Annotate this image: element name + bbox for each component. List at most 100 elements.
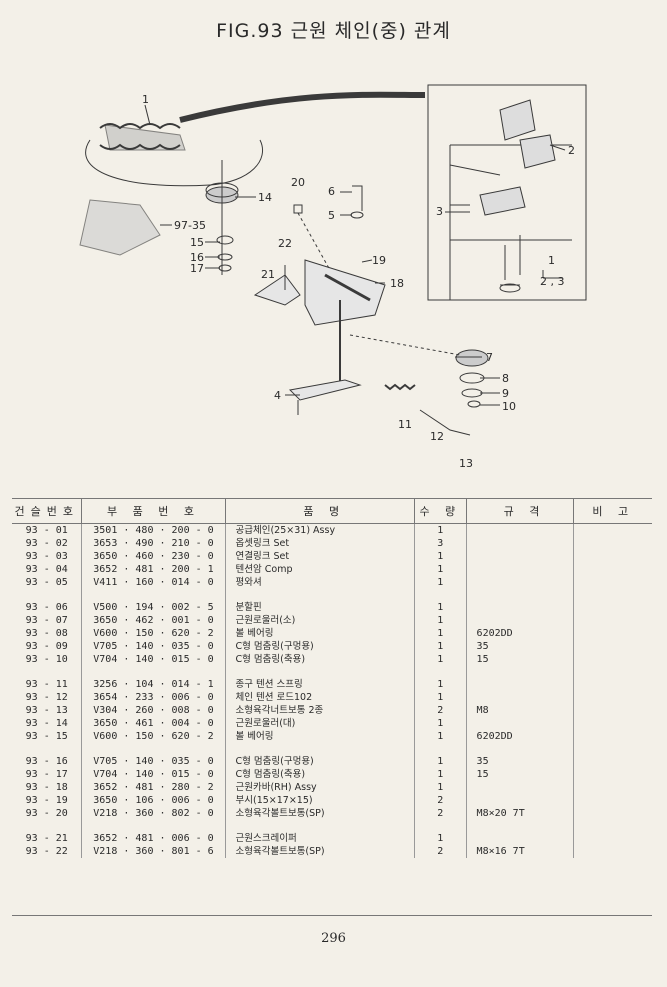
cell-qty: 1 (414, 523, 467, 537)
table-spacer-row (12, 820, 652, 832)
cell-part-number: 3652 · 481 · 280 - 2 (81, 781, 226, 794)
cell-spec: 35 (465, 640, 574, 653)
cell-name: 소형육각볼트보통(SP) (224, 845, 415, 858)
spacer-cell (414, 743, 467, 755)
cell-name: 근원로울러(대) (224, 717, 415, 730)
cell-remarks (573, 653, 652, 666)
diagram-callouts: 1 2 3 4 5 6 7 8 9 10 11 12 13 14 15 16 1… (142, 93, 575, 470)
cell-no: 93 - 01 (25, 525, 68, 536)
cell-name: 종구 텐션 스프링 (224, 678, 415, 691)
cell-no: 93 - 03 (25, 551, 68, 562)
cell-name: 연결링크 Set (224, 550, 415, 563)
callout-12: 12 (430, 430, 444, 443)
page-title: FIG.93 근원 체인(중) 관계 (216, 20, 451, 42)
callout-22: 22 (278, 237, 292, 250)
cell-name: C형 멈춤링(축용) (224, 768, 415, 781)
cell-spec (465, 576, 574, 589)
callout-7: 7 (486, 351, 493, 364)
cell-no: 93 - 05 (25, 577, 68, 588)
cell-part-number: V218 · 360 · 801 - 6 (81, 845, 226, 858)
table-spacer-row (12, 743, 652, 755)
cell-spec: M8×16 7T (465, 845, 574, 858)
cell-qty: 1 (414, 832, 467, 845)
cell-spec (465, 832, 574, 845)
cell-spec (465, 614, 574, 627)
cell-name: 소형육각볼트보통(SP) (224, 807, 415, 820)
header-name: 품 명 (224, 498, 415, 524)
cell-no: 93 - 12 (25, 692, 68, 703)
cell-part-number: V705 · 140 · 035 - 0 (81, 755, 226, 768)
spacer-cell (414, 666, 467, 678)
cell-spec: 15 (465, 653, 574, 666)
page-number: 296 (321, 931, 346, 946)
cell-no: 93 - 14 (25, 718, 68, 729)
cell-no: 93 - 22 (25, 846, 68, 857)
callout-15: 15 (190, 236, 204, 249)
cell-no: 93 - 07 (25, 615, 68, 626)
spacer-cell (81, 820, 226, 832)
cell-part-number: 3256 · 104 · 014 - 1 (81, 678, 226, 691)
cell-part-number: V500 · 194 · 002 - 5 (81, 601, 226, 614)
cell-part-number: 3654 · 233 · 006 - 0 (81, 691, 226, 704)
table-spacer-row (12, 666, 652, 678)
cell-remarks (573, 832, 652, 845)
cell-remarks (573, 717, 652, 730)
callout-21: 21 (261, 268, 275, 281)
cell-no: 93 - 19 (25, 795, 68, 806)
roller-large (205, 160, 239, 275)
cell-name: 부시(15×17×15) (224, 794, 415, 807)
callout-inset-1: 1 (548, 254, 555, 267)
cell-qty: 1 (414, 640, 467, 653)
cell-spec (465, 794, 574, 807)
cell-name: 소형육각너트보통 2종 (224, 704, 415, 717)
callout-18: 18 (390, 277, 404, 290)
cell-remarks (573, 845, 652, 858)
spacer-cell (12, 820, 82, 832)
callout-20: 20 (291, 176, 305, 189)
cell-name: 근원스크레이퍼 (224, 832, 415, 845)
header-qty: 수 량 (414, 498, 467, 524)
spacer-cell (414, 589, 467, 601)
cell-qty: 1 (414, 781, 467, 794)
cell-remarks (573, 550, 652, 563)
cell-no: 93 - 04 (25, 564, 68, 575)
cell-part-number: V304 · 260 · 008 - 0 (81, 704, 226, 717)
cell-no: 93 - 10 (25, 654, 68, 665)
callout-6: 6 (328, 185, 335, 198)
callout-19: 19 (372, 254, 386, 267)
callout-10: 10 (502, 400, 516, 413)
footer-rule (12, 915, 652, 916)
callout-97-35: 97-35 (174, 219, 206, 232)
cell-remarks (573, 794, 652, 807)
cell-remarks (573, 614, 652, 627)
cell-remarks (573, 640, 652, 653)
chain-assembly (85, 91, 426, 187)
cell-name: 체인 텐션 로드102 (224, 691, 415, 704)
spacer-cell (465, 666, 574, 678)
cell-qty: 1 (414, 730, 467, 743)
cell-qty: 1 (414, 563, 467, 576)
cell-remarks (573, 807, 652, 820)
cell-qty: 1 (414, 717, 467, 730)
cell-spec: 6202DD (465, 730, 574, 743)
cell-qty: 1 (414, 614, 467, 627)
cell-name: C형 멈춤링(구멍용) (224, 755, 415, 768)
header-remarks: 비 고 (573, 498, 652, 524)
callout-inset-2-3: 2 , 3 (540, 275, 565, 288)
cell-qty: 1 (414, 627, 467, 640)
cell-name: 근원카바(RH) Assy (224, 781, 415, 794)
header-part-number: 부 품 번 호 (81, 498, 226, 524)
cell-name: 볼 베어링 (224, 730, 415, 743)
cell-remarks (573, 627, 652, 640)
spacer-cell (573, 589, 652, 601)
cell-name: C형 멈춤링(구멍용) (224, 640, 415, 653)
